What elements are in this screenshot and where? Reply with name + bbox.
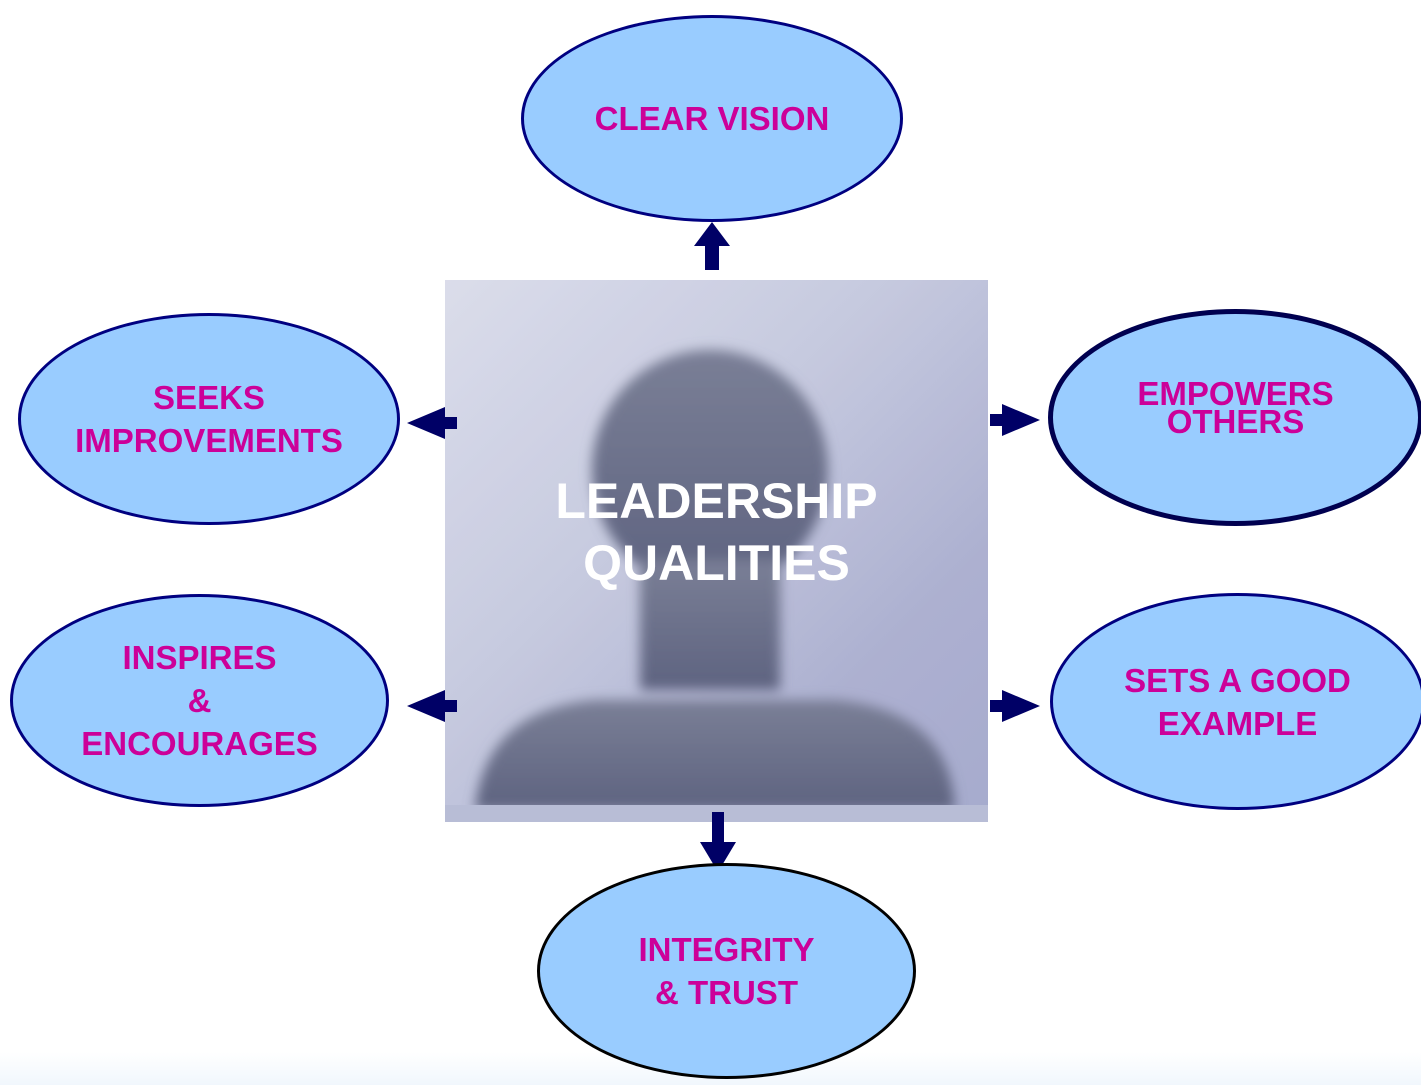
arrow-left-upper-icon [407,407,457,439]
bubble-clear-vision: CLEAR VISION [521,15,903,222]
bubble-label: INSPIRES & ENCOURAGES [81,639,318,762]
bubble-integrity-trust: INTEGRITY & TRUST [537,863,916,1079]
center-title: LEADERSHIP QUALITIES [555,473,878,591]
arrow-right-lower-icon [990,690,1040,722]
arrow-down-icon [700,812,736,872]
arrow-left-lower-icon [407,690,457,722]
bubble-label: EMPOWERS OTHERS [1137,374,1334,440]
bubble-sets-good-example: SETS A GOOD EXAMPLE [1050,593,1421,810]
bubble-label: SETS A GOOD EXAMPLE [1124,661,1351,742]
bubble-label: INTEGRITY & TRUST [638,931,815,1011]
arrow-right-upper-icon [990,404,1040,436]
center-image: LEADERSHIP QUALITIES [445,280,988,822]
bubble-seeks-improvements: SEEKS IMPROVEMENTS [18,313,400,525]
arrow-up-icon [694,222,730,270]
bubble-label: CLEAR VISION [594,100,830,137]
bubble-label: SEEKS IMPROVEMENTS [75,379,343,459]
bubble-empowers-others: EMPOWERS OTHERS [1048,309,1421,526]
bubble-inspires-encourages: INSPIRES & ENCOURAGES [10,594,389,807]
